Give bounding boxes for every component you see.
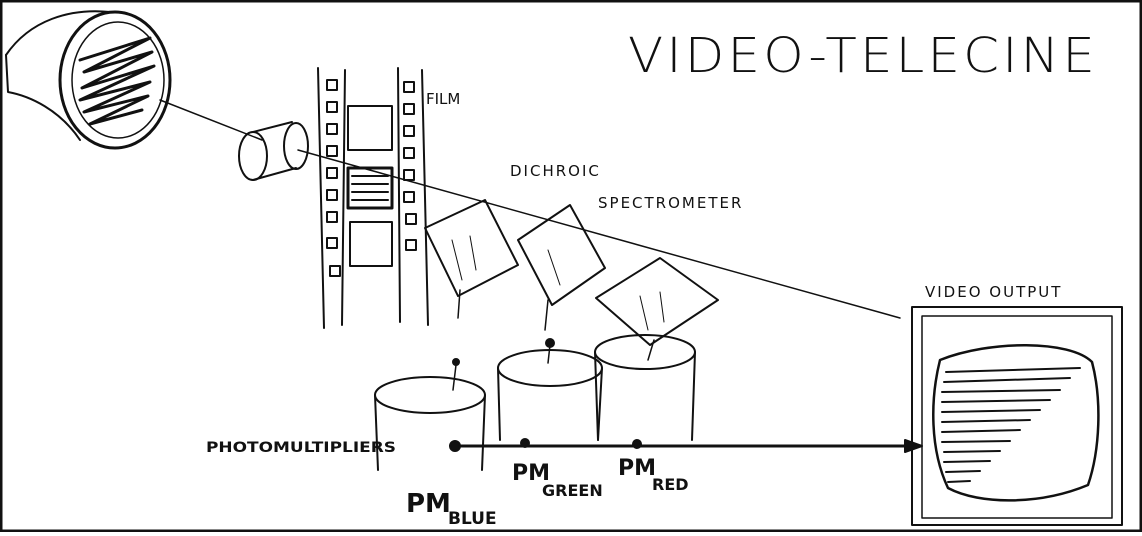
film-frame-1: [348, 106, 392, 150]
photomultiplier-red: [595, 335, 695, 440]
video-monitor: [912, 307, 1122, 525]
pm-red-prefix: PM: [618, 456, 656, 481]
dichroic-label: DICHROIC: [510, 162, 601, 180]
pm-green-suffix: GREEN: [542, 481, 603, 500]
dichroic-prism-3: [596, 258, 718, 345]
pm-blue-prefix: PM: [406, 489, 451, 519]
crt-light-source: [6, 11, 170, 148]
dichroic-prism-2: [518, 205, 605, 305]
output-arrow: [905, 440, 922, 452]
sprocket-holes-left: [327, 80, 340, 276]
photomultipliers-label: PHOTOMULTIPLIERS: [206, 440, 396, 456]
film-label: FILM: [426, 90, 460, 108]
photomultiplier-green: [498, 339, 602, 440]
raster-scan-pattern: [80, 38, 154, 124]
dichroic-prisms: [425, 200, 718, 360]
sprocket-holes-right: [404, 82, 416, 250]
video-output-label: VIDEO OUTPUT: [925, 283, 1062, 301]
film-strip: [318, 68, 428, 328]
pm-red-suffix: RED: [652, 475, 689, 494]
monitor-scan-lines: [942, 368, 1080, 482]
spectrometer-label: SPECTROMETER: [598, 194, 743, 212]
pm-blue-suffix: BLUE: [448, 509, 497, 529]
lens: [239, 122, 308, 180]
signal-line: [450, 439, 922, 452]
film-frame-3: [350, 222, 392, 266]
diagram-title: VIDEO-TELECINE: [628, 28, 1098, 84]
dichroic-prism-1: [425, 200, 518, 296]
